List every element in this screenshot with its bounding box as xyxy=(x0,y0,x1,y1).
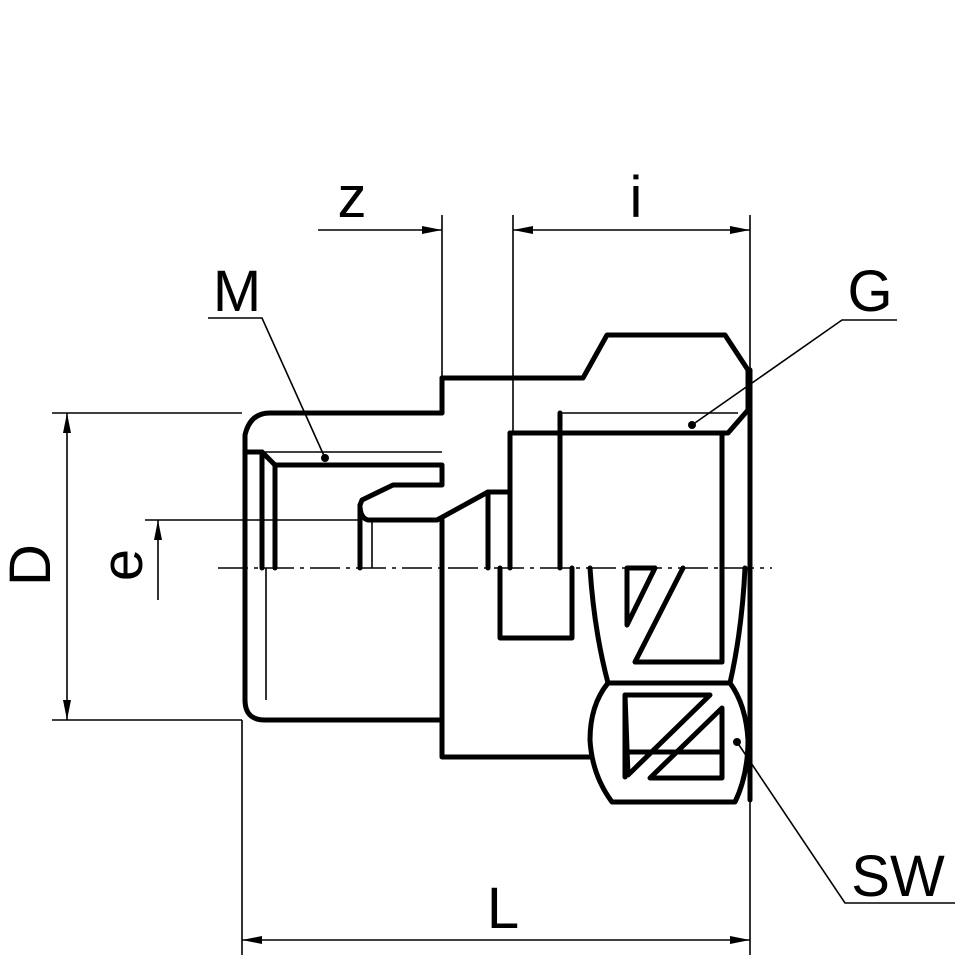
body-outline xyxy=(242,367,753,805)
label-g: G xyxy=(847,259,892,324)
dimension-lines xyxy=(52,215,955,955)
label-m: M xyxy=(213,259,261,324)
section-hatch xyxy=(242,332,751,523)
label-d: D xyxy=(0,544,63,586)
label-l: L xyxy=(487,876,519,941)
label-z: z xyxy=(338,165,367,230)
label-e: e xyxy=(90,549,155,581)
label-i: i xyxy=(630,165,643,230)
label-sw: SW xyxy=(851,844,945,909)
